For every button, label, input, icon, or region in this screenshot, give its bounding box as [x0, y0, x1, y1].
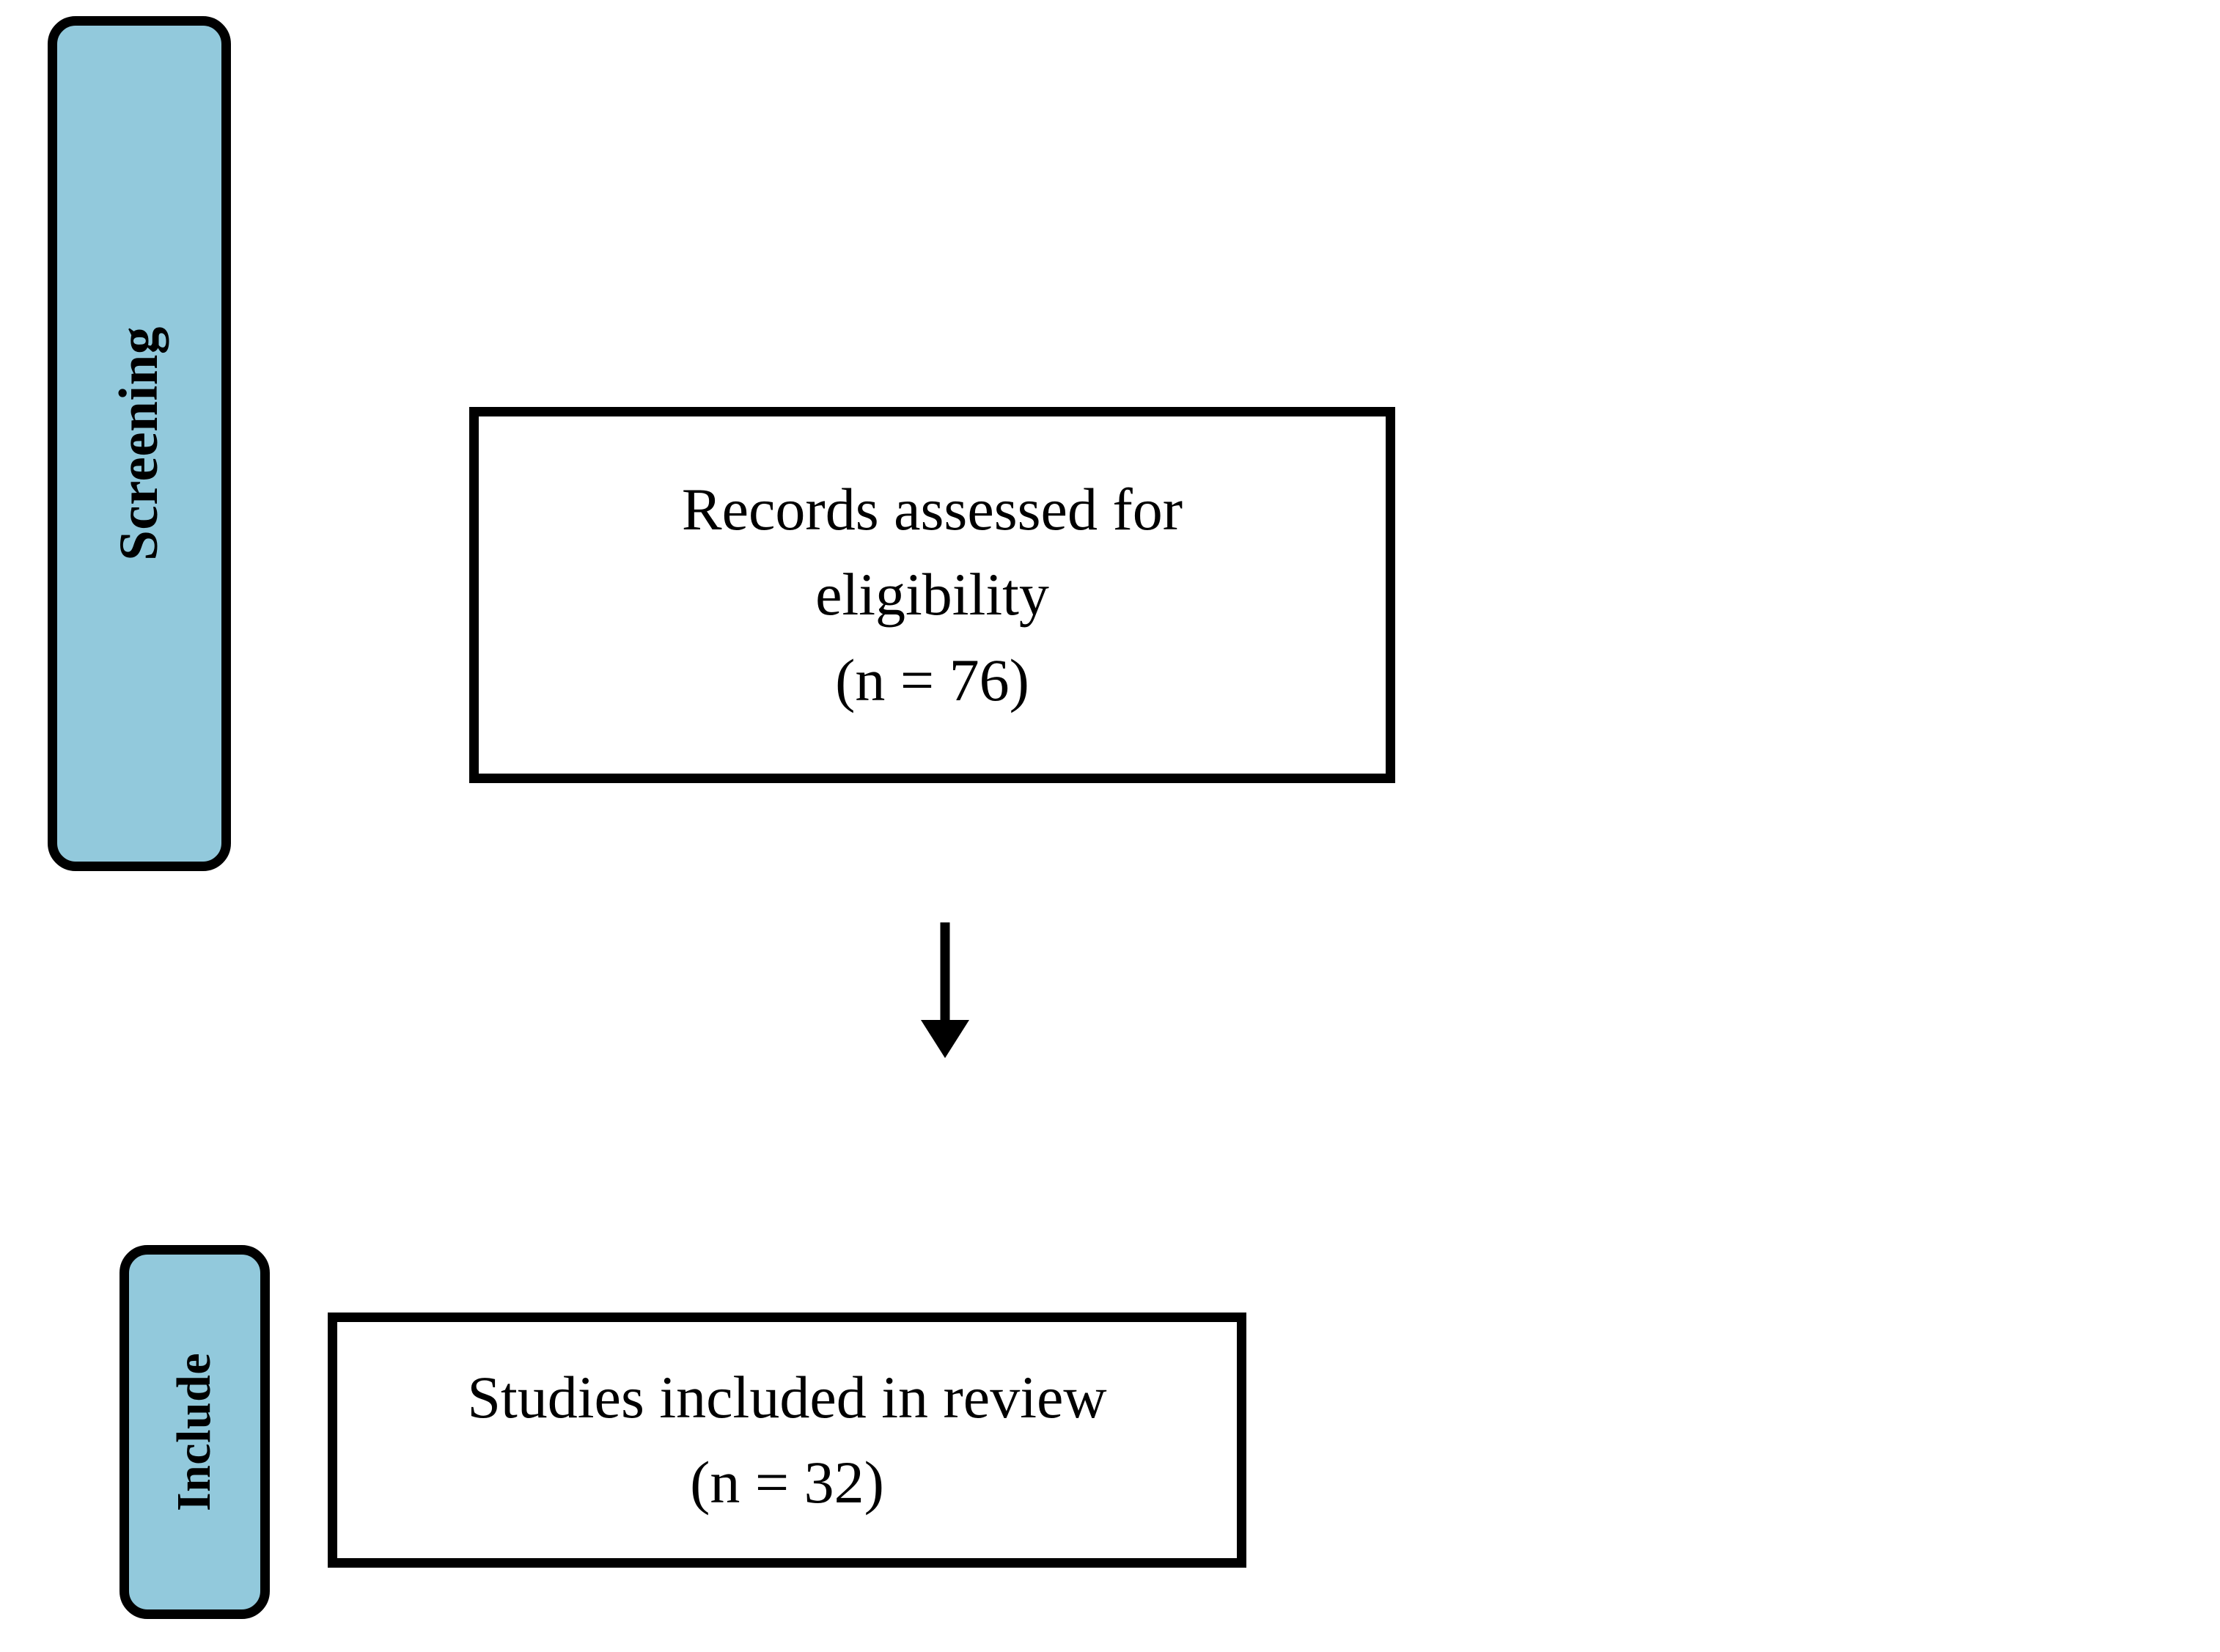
- flow-box-records-assessed-for-eligibility: Records assessed for eligibility (n = 76…: [469, 407, 1395, 783]
- stage-label-include-text: Include: [167, 1352, 221, 1512]
- flow-box-count: (n = 76): [835, 646, 1029, 713]
- flow-box-studies-included-in-review: Studies included in review (n = 32): [328, 1313, 1246, 1568]
- stage-label-screening-text: Screening: [109, 326, 169, 561]
- flow-box-line: eligibility: [815, 561, 1049, 628]
- flow-box-line: Records assessed for: [681, 475, 1183, 543]
- flow-box-count: (n = 32): [690, 1449, 884, 1516]
- flow-box-line: Studies included in review: [467, 1363, 1107, 1431]
- stage-label-include: Include: [120, 1245, 270, 1619]
- stage-label-screening: Screening: [48, 16, 231, 871]
- arrow-down-icon: [921, 922, 969, 1058]
- arrow-head: [921, 1020, 969, 1058]
